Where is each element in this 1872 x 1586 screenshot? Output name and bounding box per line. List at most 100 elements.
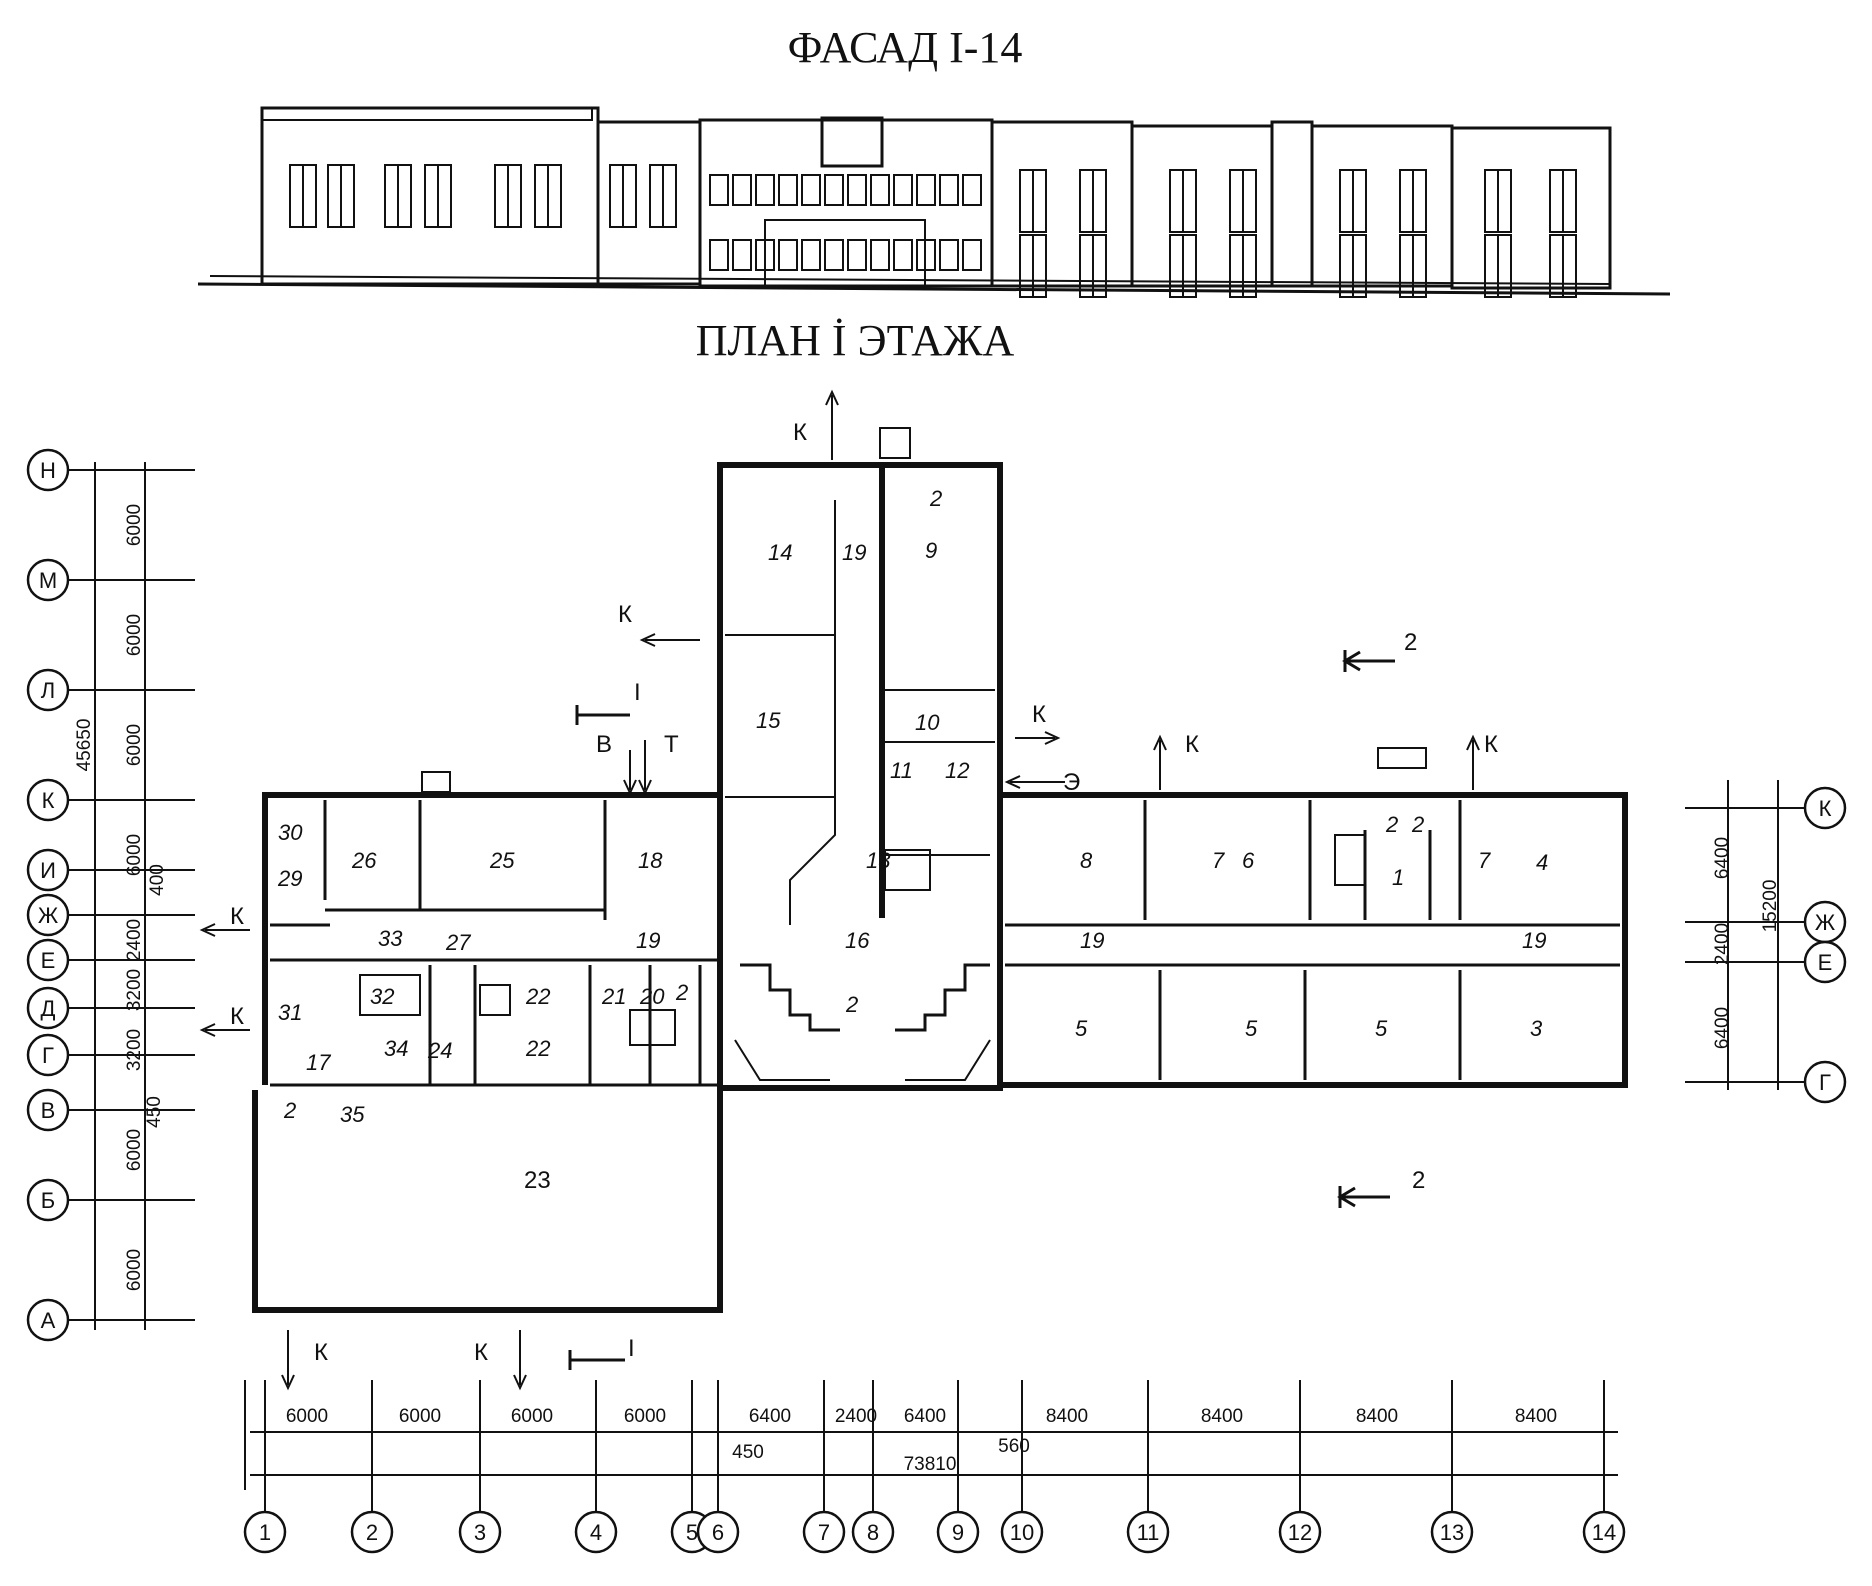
dim-total: 45650 bbox=[74, 719, 95, 772]
room-10: 10 bbox=[915, 710, 940, 735]
marker-t: Т bbox=[664, 731, 679, 758]
dim-label: 2400 bbox=[1712, 923, 1733, 965]
column-axis-bubble: 6 bbox=[696, 1510, 740, 1554]
room-2: 2 bbox=[845, 992, 858, 1017]
right-axis-label: Е bbox=[1818, 950, 1833, 975]
dim-label: 6400 bbox=[749, 1406, 791, 1427]
column-axis-bubble: 4 bbox=[574, 1510, 618, 1554]
row-axis-label: Г bbox=[42, 1043, 54, 1068]
row-axis-label: К bbox=[42, 788, 55, 813]
room-2: 2 bbox=[929, 486, 942, 511]
row-axis-label: Б bbox=[41, 1188, 55, 1213]
row-axis-label: А bbox=[41, 1308, 56, 1333]
dim-label: 8400 bbox=[1201, 1406, 1243, 1427]
exit-label-e: Э bbox=[1063, 769, 1080, 796]
dim-label: 2400 bbox=[835, 1406, 877, 1427]
room-23: 23 bbox=[524, 1167, 551, 1194]
row-axis-bubble: А bbox=[26, 1298, 70, 1342]
dim-label: 8400 bbox=[1515, 1406, 1557, 1427]
column-axis-bubble: 14 bbox=[1582, 1510, 1626, 1554]
column-axis-bubble: 9 bbox=[936, 1510, 980, 1554]
room-7: 7 bbox=[1478, 848, 1491, 873]
dim-label: 6000 bbox=[124, 834, 145, 876]
room-3: 3 bbox=[1530, 1016, 1543, 1041]
room-18: 18 bbox=[638, 848, 663, 873]
section-markers bbox=[568, 650, 1395, 1370]
dim-label: 2400 bbox=[124, 919, 145, 961]
exit-label-k: К bbox=[1032, 701, 1046, 728]
room-17: 17 bbox=[306, 1050, 331, 1075]
row-axis-bubble: Е bbox=[26, 938, 70, 982]
exit-label-k: К bbox=[474, 1339, 488, 1366]
room-11: 11 bbox=[890, 758, 913, 783]
row-axis-label: Ж bbox=[38, 903, 59, 928]
room-8: 8 bbox=[1080, 848, 1093, 873]
dim-label: 6000 bbox=[286, 1406, 328, 1427]
room-33: 33 bbox=[378, 926, 403, 951]
dim-label: 8400 bbox=[1046, 1406, 1088, 1427]
exit-label-k: К bbox=[230, 1003, 244, 1030]
room-1: 1 bbox=[1392, 865, 1404, 890]
column-axis-label: 11 bbox=[1137, 1520, 1160, 1545]
room-19: 19 bbox=[636, 928, 660, 953]
column-axis-bubble: 13 bbox=[1430, 1510, 1474, 1554]
column-axis-bubble: 11 bbox=[1126, 1510, 1170, 1554]
column-axis-label: 2 bbox=[366, 1520, 378, 1545]
column-axis-label: 10 bbox=[1010, 1520, 1034, 1545]
column-axis-label: 1 bbox=[259, 1520, 271, 1545]
facade-elevation bbox=[197, 106, 1671, 298]
right-dimensions: 6400 2400 6400 15200 bbox=[1712, 837, 1781, 1049]
row-axis-bubble: М bbox=[26, 558, 70, 602]
dim-label: 400 bbox=[147, 864, 168, 896]
room-2: 2 bbox=[1385, 812, 1398, 837]
exit-label-k: К bbox=[314, 1339, 328, 1366]
dim-label: 6400 bbox=[904, 1406, 946, 1427]
room-5: 5 bbox=[1245, 1016, 1258, 1041]
dim-label: 6000 bbox=[624, 1406, 666, 1427]
section-1-label: I bbox=[634, 679, 641, 706]
row-axis-label: М bbox=[39, 568, 57, 593]
column-axis-label: 5 bbox=[686, 1520, 698, 1545]
floor-plan bbox=[252, 427, 1628, 1313]
dim-label: 6000 bbox=[511, 1406, 553, 1427]
row-axis-label: Е bbox=[41, 948, 56, 973]
room-21: 21 bbox=[601, 984, 626, 1009]
right-axis-label: Ж bbox=[1815, 910, 1836, 935]
row-axis-label: Л bbox=[41, 678, 55, 703]
room-labels: 1 2 2 2 2 2 2 3 4 5 5 5 6 7 7 8 9 10 11 … bbox=[277, 486, 1548, 1194]
exit-label-k: К bbox=[1185, 731, 1199, 758]
exit-label-k: К bbox=[1484, 731, 1498, 758]
dim-label: 560 bbox=[998, 1436, 1030, 1457]
room-19: 19 bbox=[842, 540, 866, 565]
room-13: 13 bbox=[866, 848, 891, 873]
dim-label: 6400 bbox=[1712, 837, 1733, 879]
row-axis-bubble: Н bbox=[26, 448, 70, 492]
exit-label-k: К bbox=[618, 601, 632, 628]
marker-v: В bbox=[596, 731, 612, 758]
row-axis-label: Д bbox=[41, 996, 56, 1021]
room-19: 19 bbox=[1522, 928, 1546, 953]
room-5: 5 bbox=[1075, 1016, 1088, 1041]
room-14: 14 bbox=[768, 540, 792, 565]
dim-label: 3200 bbox=[124, 969, 145, 1011]
right-axis-bubble: К bbox=[1803, 786, 1847, 830]
room-12: 12 bbox=[945, 758, 969, 783]
row-axis-bubble: В bbox=[26, 1088, 70, 1132]
room-20: 20 bbox=[639, 984, 665, 1009]
row-axis-bubble: Л bbox=[26, 668, 70, 712]
left-dimensions: 6000 6000 6000 6000 2400 3200 3200 450 6… bbox=[74, 504, 168, 1291]
room-19: 19 bbox=[1080, 928, 1104, 953]
section-1-label: I bbox=[628, 1335, 635, 1362]
right-axis-label: Г bbox=[1819, 1070, 1831, 1095]
exit-label-k: К bbox=[793, 419, 807, 446]
room-27: 27 bbox=[445, 930, 471, 955]
column-axis-bubble: 12 bbox=[1278, 1510, 1322, 1554]
dim-label: 450 bbox=[732, 1442, 764, 1463]
right-axis-label: К bbox=[1819, 796, 1832, 821]
room-35: 35 bbox=[340, 1102, 365, 1127]
dim-label: 6000 bbox=[124, 504, 145, 546]
right-axis-bubble: Е bbox=[1803, 940, 1847, 984]
room-5: 5 bbox=[1375, 1016, 1388, 1041]
row-axis-bubble: И bbox=[26, 848, 70, 892]
